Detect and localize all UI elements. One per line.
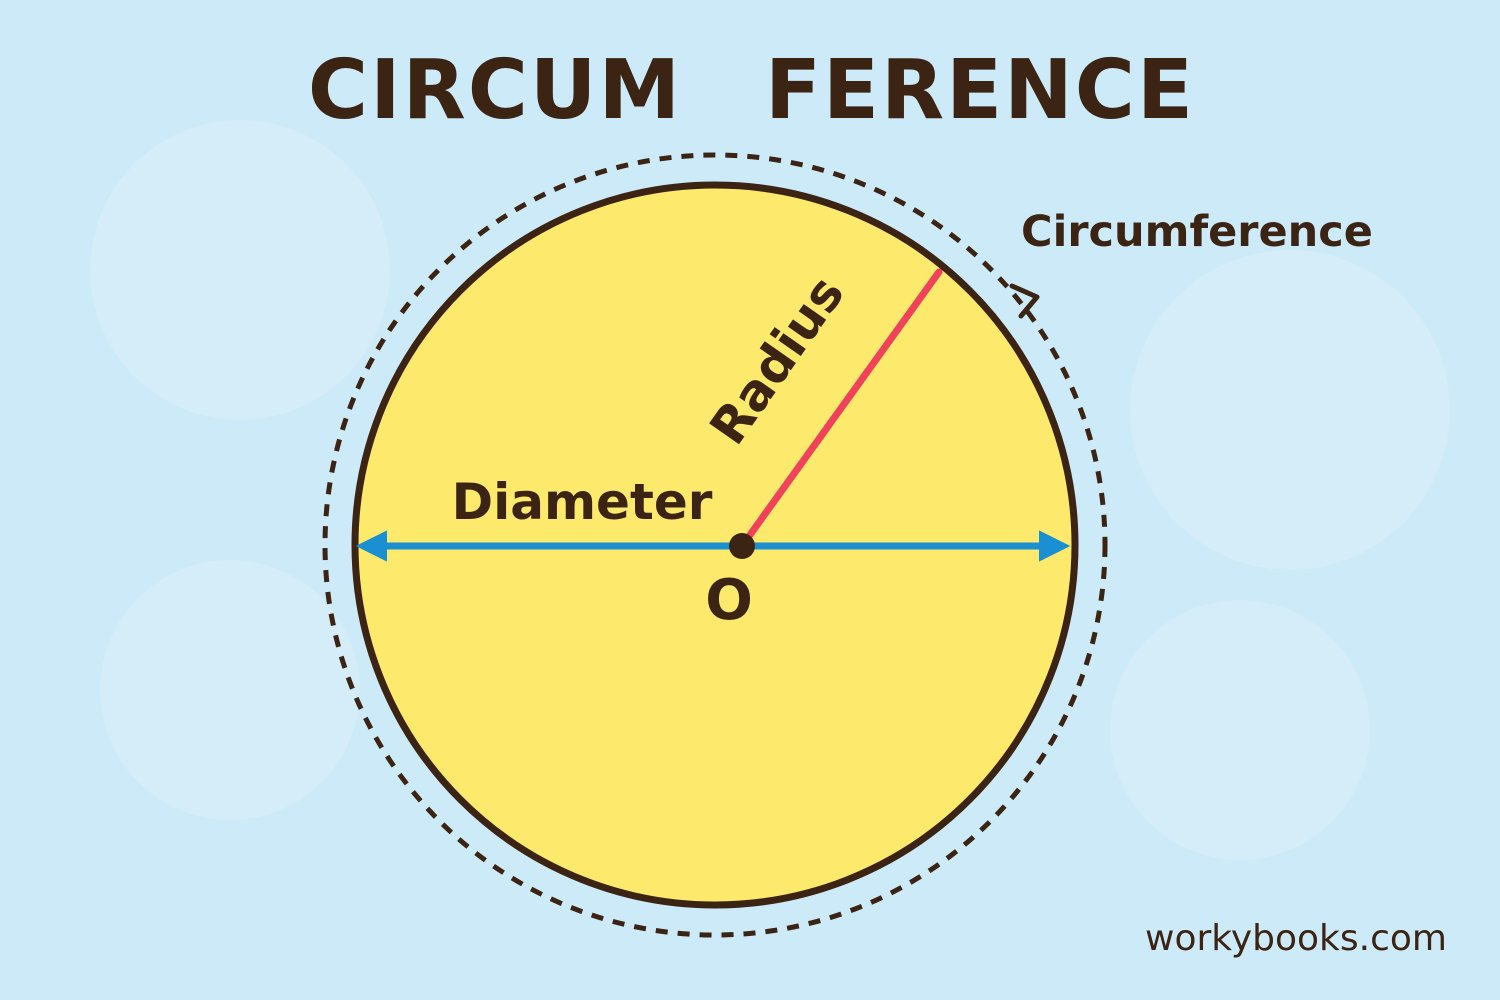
background-cloud-right — [1130, 250, 1450, 570]
diameter-label: Diameter — [452, 473, 713, 531]
page-title-part-1: CIRCUM — [308, 43, 682, 138]
circumference-arrow-icon — [1009, 283, 1040, 319]
footer-site-label: workybooks.com — [1145, 918, 1447, 959]
background-cloud-left-lower — [100, 560, 360, 820]
background-cloud-left — [90, 120, 390, 420]
center-label: O — [705, 568, 753, 633]
circumference-label: Circumference — [1021, 207, 1373, 257]
page-title-part-2: FERENCE — [765, 43, 1195, 138]
center-point — [729, 533, 755, 559]
background-cloud-right-lower — [1110, 600, 1370, 860]
circumference-dashed-path — [322, 152, 1108, 938]
radius-line — [738, 268, 943, 550]
